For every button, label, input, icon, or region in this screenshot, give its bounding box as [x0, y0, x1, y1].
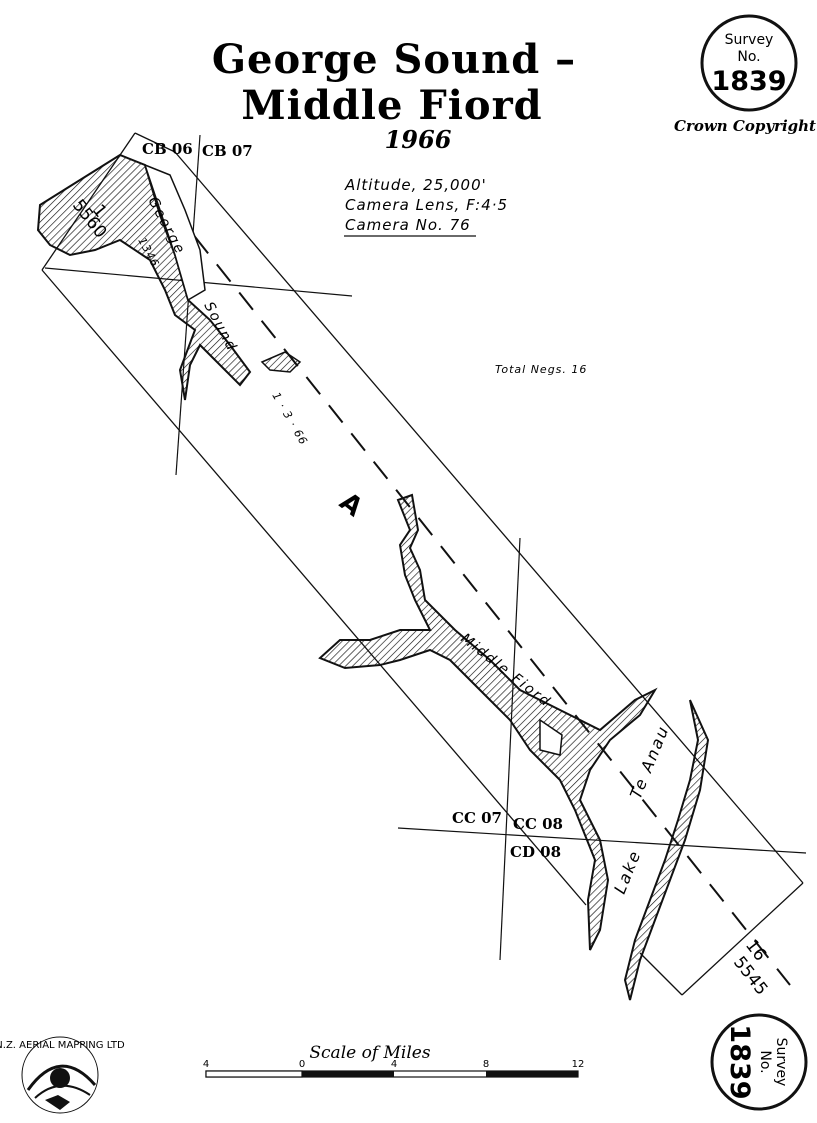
title-line-2: Middle Fiord — [241, 82, 542, 129]
strip-right-edge — [174, 151, 804, 884]
label-te-anau: Te Anau — [626, 722, 673, 801]
scale-tick-zero: 0 — [299, 1059, 305, 1070]
seal-bottom-number: 1839 — [724, 1024, 755, 1099]
strip-left-tail — [639, 952, 683, 996]
survey-seal-bottom: Survey No. 1839 — [710, 1013, 808, 1111]
strip-left-edge — [41, 269, 587, 906]
scale-tick-8: 8 — [483, 1059, 489, 1070]
scale-tick-12: 12 — [572, 1059, 585, 1070]
grid-line-cc-horizontal — [397, 827, 807, 854]
middle-fiord-water — [318, 493, 658, 951]
company-logo: N.Z. AERIAL MAPPING LTD — [0, 1036, 125, 1114]
lake-te-anau-shore — [623, 699, 710, 1001]
crown-copyright: Crown Copyright — [674, 117, 816, 135]
scale-tick-4: 4 — [391, 1059, 397, 1070]
run-letter: A — [334, 487, 368, 523]
run-end-ref: 5545 — [729, 953, 771, 999]
title-line-1: George Sound – — [212, 36, 576, 83]
sheet-code-cd08: CD 08 — [510, 843, 561, 861]
strip-top-corner — [134, 132, 176, 153]
camera-number-note: Camera No. 76 — [345, 216, 471, 234]
sheet-code-cb06: CB 06 — [142, 140, 193, 158]
grid-line-cc-vertical — [499, 537, 521, 961]
label-lake: Lake — [610, 847, 645, 897]
flight-line — [171, 207, 791, 986]
seal-word-no: No. — [737, 49, 760, 65]
scale-title: Scale of Miles — [309, 1043, 430, 1063]
title-year: 1966 — [385, 125, 452, 154]
total-negatives: Total Negs. 16 — [495, 363, 587, 376]
camera-lens-note: Camera Lens, F:4·5 — [345, 196, 508, 214]
seal-number: 1839 — [711, 66, 786, 97]
seal-word-survey: Survey — [725, 32, 774, 48]
sheet-code-cc08: CC 08 — [513, 815, 563, 833]
logo-text: N.Z. AERIAL MAPPING LTD — [0, 1040, 125, 1051]
scale-bar: 4 0 4 8 12 — [203, 1059, 585, 1078]
sheet-code-cb07: CB 07 — [202, 142, 253, 160]
run-date: 1 · 3 · 66 — [269, 390, 310, 448]
survey-seal-top: Survey No. 1839 — [700, 14, 798, 112]
george-sound-water — [36, 153, 302, 401]
altitude-note: Altitude, 25,000' — [344, 176, 487, 194]
seal-bottom-word-survey: Survey — [773, 1038, 789, 1087]
seal-bottom-word-no: No. — [757, 1050, 773, 1073]
scale-tick-left: 4 — [203, 1059, 209, 1070]
strip-bottom-edge — [681, 882, 804, 996]
sheet-code-cc07: CC 07 — [452, 809, 502, 827]
